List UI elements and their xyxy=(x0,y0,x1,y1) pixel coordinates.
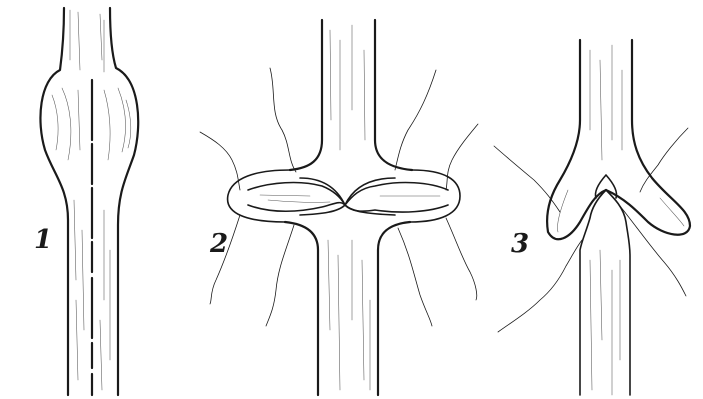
figure-3-split-node xyxy=(494,40,690,395)
figure-1-swollen-stem xyxy=(40,8,138,395)
figure-2-label: 2 xyxy=(209,229,228,259)
figure-1-label: 1 xyxy=(34,225,52,255)
figure-2-node-with-ring xyxy=(200,20,478,395)
figure-3-label: 3 xyxy=(511,229,529,259)
